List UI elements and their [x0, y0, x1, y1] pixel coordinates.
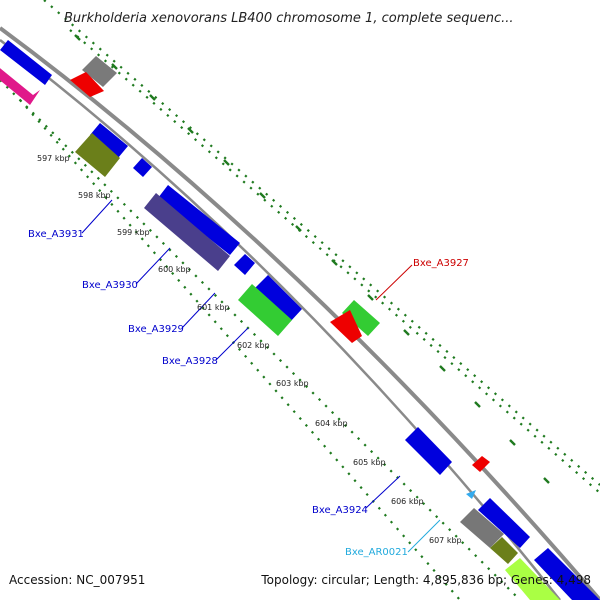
- leader-a3924: [365, 475, 401, 509]
- gene-blue-lower[interactable]: [478, 498, 530, 548]
- chromosome-backbone-inner: [0, 39, 561, 600]
- gene-pink[interactable]: [0, 60, 40, 105]
- gene-green-mid[interactable]: [342, 300, 380, 336]
- gene-blue-1[interactable]: [90, 123, 128, 158]
- tick-label: 604 kbp: [315, 419, 348, 428]
- gene-label-a3929[interactable]: Bxe_A3929: [128, 324, 184, 335]
- tick-label: 602 kbp: [237, 341, 270, 350]
- gene-blue-bottom[interactable]: [534, 548, 600, 600]
- scale-ticks: [74, 34, 550, 484]
- gene-labels: Bxe_A3931 Bxe_A3930 Bxe_A3929 Bxe_A3928 …: [28, 229, 469, 558]
- gene-gray-top[interactable]: [82, 56, 117, 87]
- gene-label-a3928[interactable]: Bxe_A3928: [162, 356, 218, 367]
- tick-label: 600 kbp: [158, 265, 191, 274]
- inner-track-line-1: [0, 79, 521, 600]
- topology-summary-text: Topology: circular; Length: 4,895,836 bp…: [261, 573, 591, 587]
- gene-label-a3931[interactable]: Bxe_A3931: [28, 229, 84, 240]
- gene-blue-small-1[interactable]: [133, 158, 152, 177]
- position-labels: 597 kbp 598 kbp 599 kbp 600 kbp 601 kbp …: [37, 154, 462, 545]
- leader-a3931: [81, 199, 113, 234]
- gene-blue-top-left[interactable]: [0, 40, 52, 85]
- leader-ar0021: [407, 519, 441, 553]
- leader-a3928: [215, 327, 249, 361]
- tick-label: 598 kbp: [78, 191, 111, 200]
- tick-label: 606 kbp: [391, 497, 424, 506]
- tick-label: 607 kbp: [429, 536, 462, 545]
- accession-text: Accession: NC_007951: [9, 573, 146, 587]
- gene-blue-mid[interactable]: [405, 427, 452, 475]
- label-leaders: [81, 199, 441, 553]
- gene-blue-small-2[interactable]: [234, 254, 255, 275]
- gene-label-a3924[interactable]: Bxe_A3924: [312, 505, 368, 516]
- tick-label: 599 kbp: [117, 228, 150, 237]
- tick-label: 603 kbp: [276, 379, 309, 388]
- gene-olive[interactable]: [75, 133, 120, 177]
- leader-a3929: [181, 292, 216, 329]
- gene-label-a3927[interactable]: Bxe_A3927: [413, 258, 469, 269]
- gene-green-long[interactable]: [238, 284, 292, 336]
- leader-a3927: [375, 264, 413, 301]
- gene-red-small[interactable]: [472, 456, 490, 472]
- gene-label-a3930[interactable]: Bxe_A3930: [82, 280, 138, 291]
- tick-label: 605 kbp: [353, 458, 386, 467]
- outer-track-line-1: [43, 0, 600, 486]
- chart-title: Burkholderia xenovorans LB400 chromosome…: [64, 11, 514, 26]
- gene-blue-long-1[interactable]: [158, 185, 240, 255]
- gene-gray-lower[interactable]: [460, 508, 504, 548]
- tick-label: 601 kbp: [197, 303, 230, 312]
- gene-red-mid[interactable]: [330, 310, 362, 343]
- gene-purple-long[interactable]: [144, 193, 230, 271]
- chromosome-backbone: [0, 26, 600, 600]
- gene-label-ar0021[interactable]: Bxe_AR0021: [345, 547, 408, 558]
- gene-rna[interactable]: [466, 490, 476, 499]
- gene-lightgreen-lower[interactable]: [505, 558, 560, 600]
- gene-blue-long-2[interactable]: [255, 275, 302, 322]
- leader-a3930: [135, 247, 171, 285]
- gene-olive-lower[interactable]: [490, 537, 518, 564]
- gene-red-top[interactable]: [70, 72, 104, 97]
- inner-track-line-2: [19, 99, 461, 600]
- tick-label: 597 kbp: [37, 154, 70, 163]
